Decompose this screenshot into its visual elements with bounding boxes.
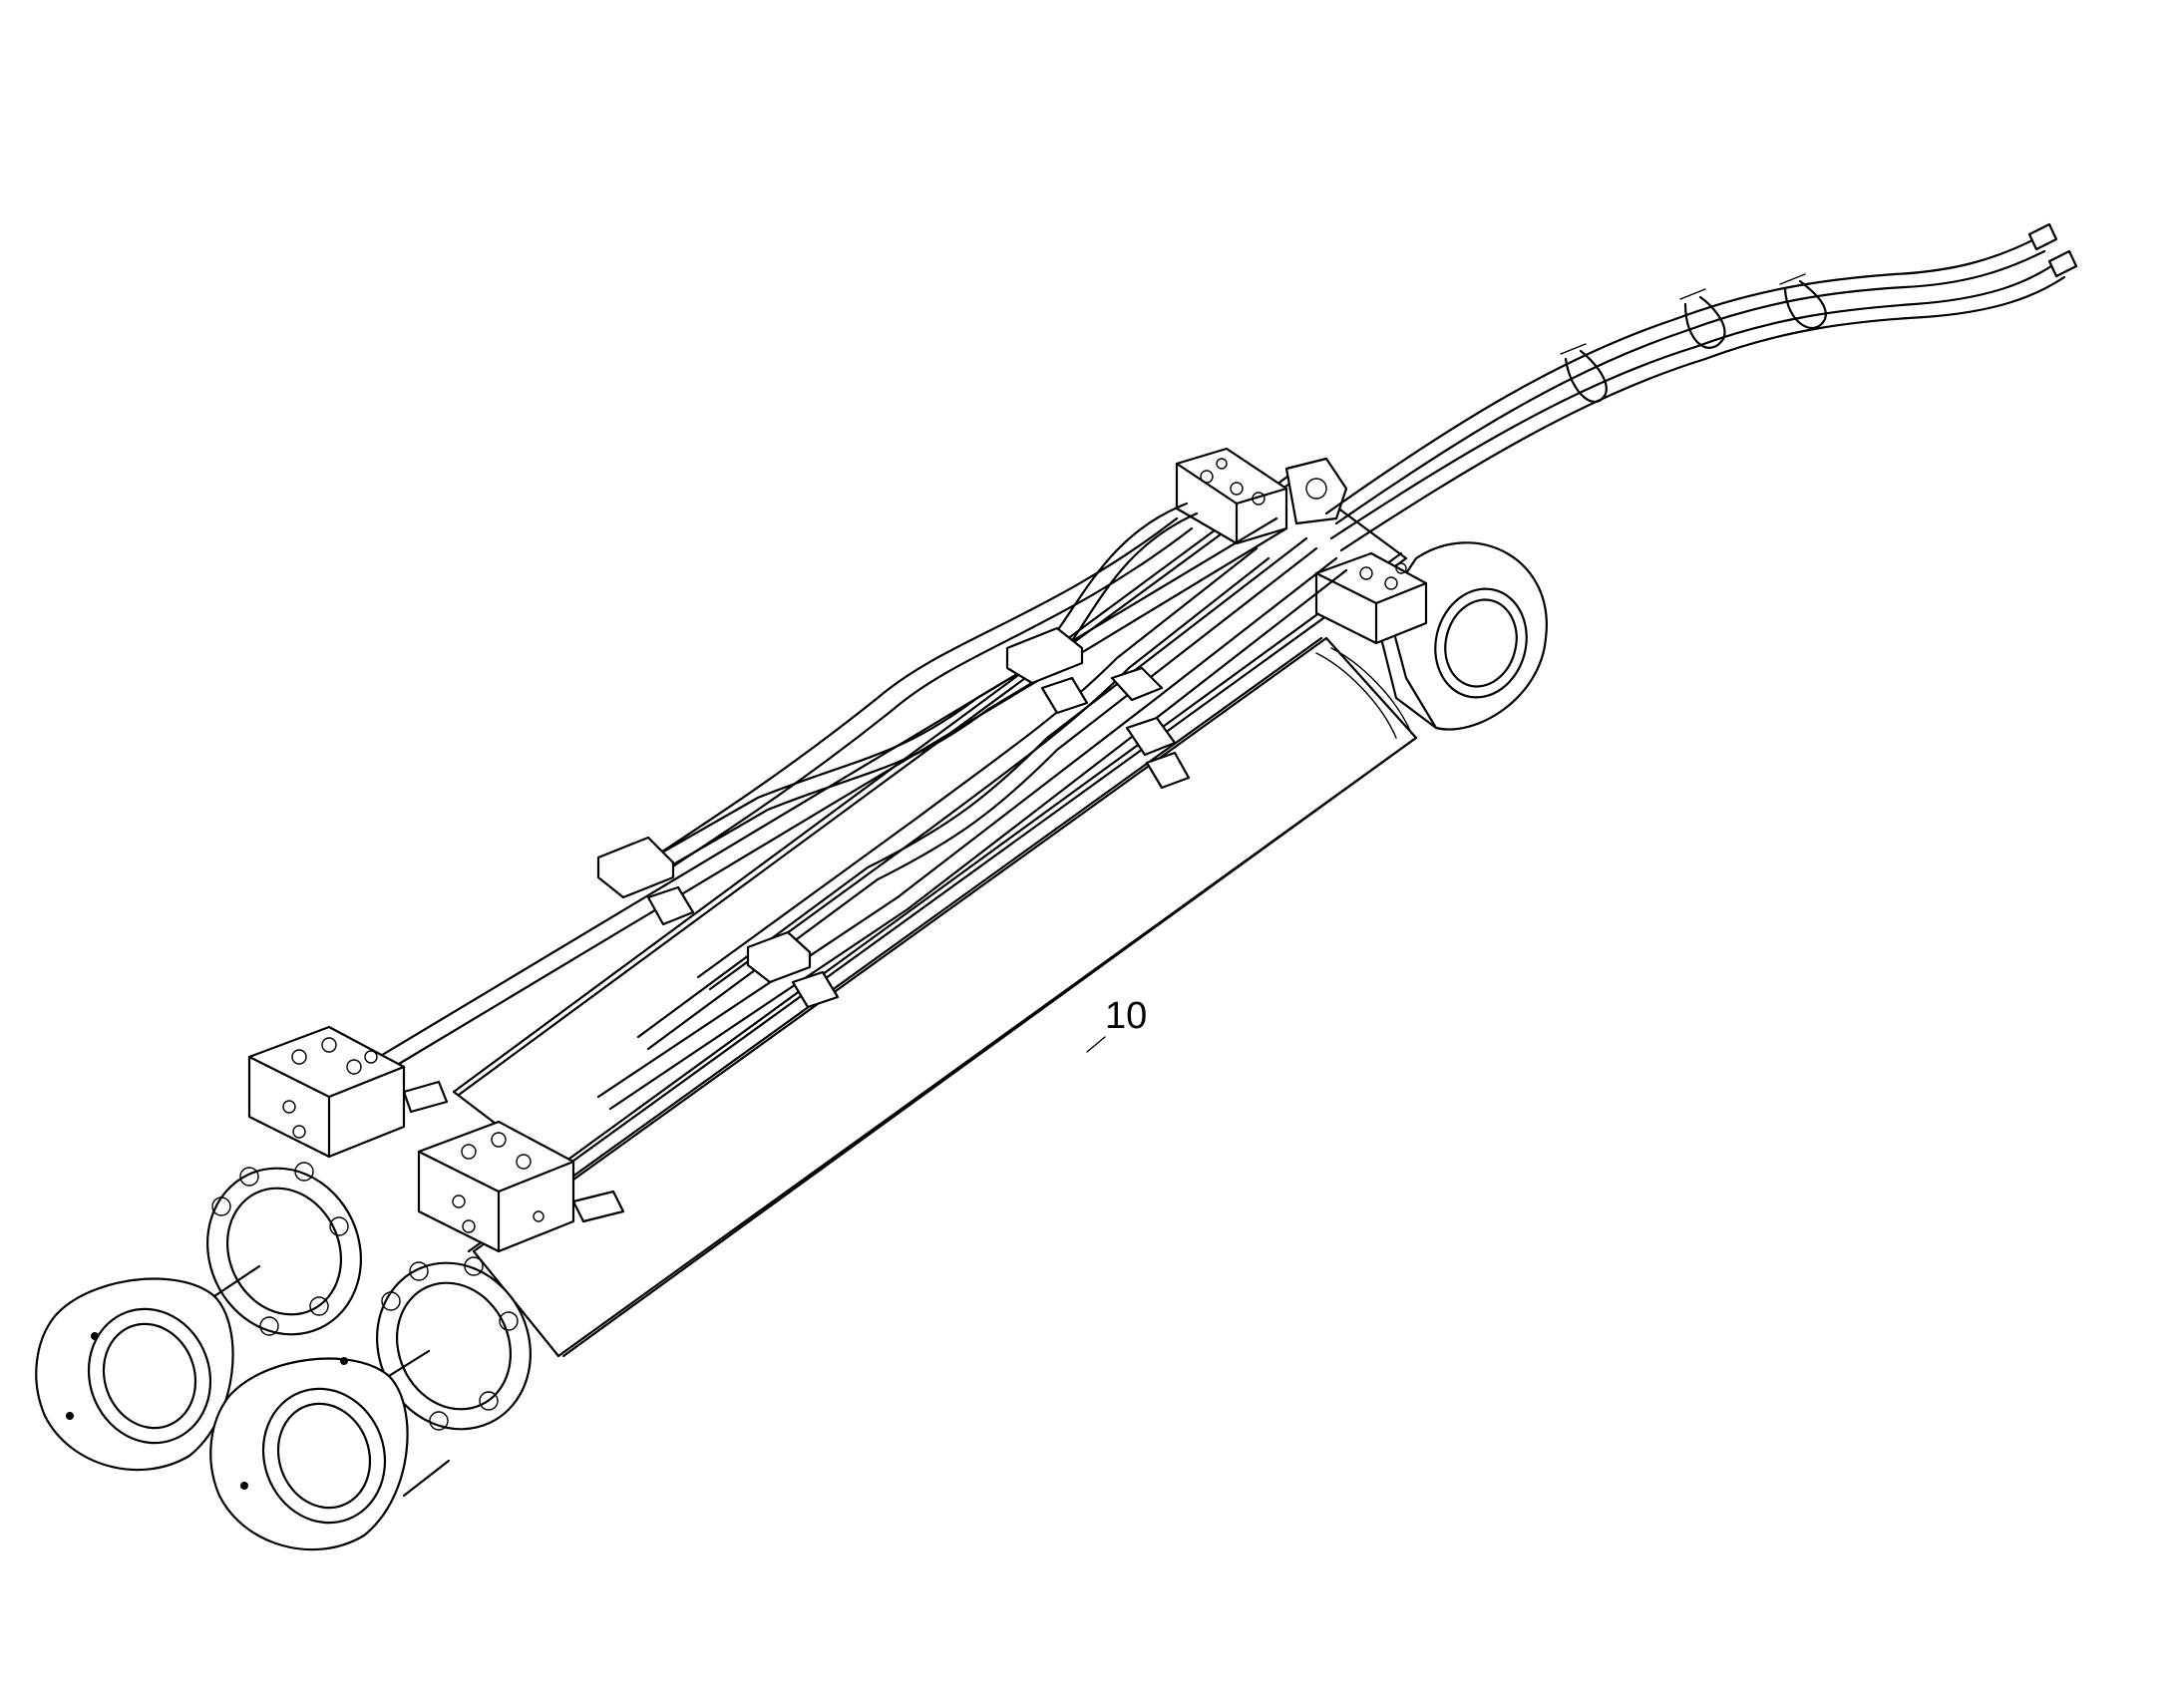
rear-mounting-eye — [1374, 541, 1548, 731]
front-valve-block-right — [417, 1120, 625, 1253]
callout-leader — [1086, 1036, 1106, 1053]
callout-label-10: 10 — [1105, 995, 1148, 1037]
hose-clamps — [1560, 273, 1827, 403]
hose-bundle — [377, 502, 1348, 1111]
middle-clamps — [596, 626, 1191, 1009]
front-rod-eye-left — [35, 1264, 281, 1472]
main-cylinder-barrel — [467, 636, 1418, 1358]
front-valve-block-left — [247, 1025, 449, 1159]
rear-valve-block-lower — [1314, 551, 1428, 645]
front-rod-eye-right — [209, 1349, 451, 1551]
supply-hoses — [1324, 222, 2078, 552]
front-flange-left — [206, 1162, 362, 1336]
